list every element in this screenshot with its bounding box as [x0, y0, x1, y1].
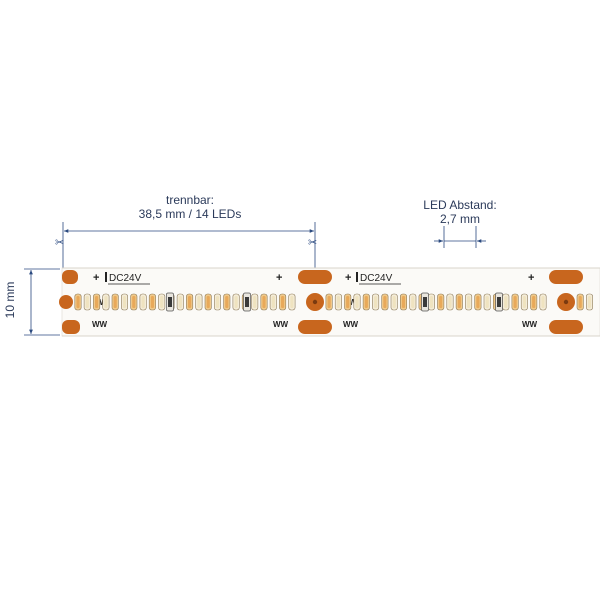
led-emitter: [197, 296, 201, 308]
plus-sign-2: +: [276, 272, 282, 284]
plus-sign-4: +: [528, 272, 534, 284]
led-emitter: [364, 296, 368, 308]
scissors-icon-right: ✂: [308, 237, 317, 249]
led-emitter: [448, 296, 452, 308]
led-emitter: [383, 296, 387, 308]
led-emitter: [522, 296, 526, 308]
led-emitter: [76, 296, 80, 308]
led-emitter: [132, 296, 136, 308]
led-emitter: [355, 296, 359, 308]
warm-white-label-1: WW: [92, 320, 108, 329]
led-emitter: [234, 296, 238, 308]
led-emitter: [457, 296, 461, 308]
led-emitter: [271, 296, 275, 308]
led-emitter: [401, 296, 406, 308]
led-emitter: [290, 296, 294, 308]
led-emitter: [113, 296, 117, 308]
pitch-label-line1: LED Abstand:: [423, 198, 497, 212]
led-emitter: [485, 296, 489, 308]
led-emitter: [578, 296, 582, 308]
led-emitter: [429, 296, 433, 308]
led-emitter: [95, 296, 99, 308]
strip-width-dimension: [24, 268, 60, 336]
led-emitter: [513, 296, 517, 308]
led-pitch-label: LED Abstand: 2,7 mm: [400, 198, 520, 226]
led-emitter: [188, 296, 192, 308]
led-emitter: [253, 296, 257, 308]
led-emitter: [392, 296, 396, 308]
led-emitter: [104, 296, 108, 308]
led-emitter: [532, 296, 536, 308]
led-emitter: [206, 296, 210, 308]
led-emitter: [587, 296, 592, 308]
resistor-body-4: [497, 297, 501, 307]
led-strip: + DC24V W WW + + DC24V W WW WW + WW: [59, 267, 600, 337]
led-emitter: [439, 296, 443, 308]
cut-label-line2: 38,5 mm / 14 LEDs: [138, 207, 242, 221]
led-emitter: [281, 296, 285, 308]
resistor-body-3: [423, 297, 427, 307]
led-emitter: [215, 296, 220, 308]
solder-pad-top-edge: [62, 270, 78, 284]
solder-pad-bottom-2: [549, 320, 583, 334]
solder-pad-center-edge: [59, 295, 73, 309]
plus-sign-1: +: [93, 272, 99, 284]
pitch-label-line2: 2,7 mm: [439, 212, 480, 226]
led-emitter: [374, 296, 378, 308]
white-label-2: W: [349, 298, 357, 307]
led-emitter: [476, 296, 480, 308]
led-emitter: [178, 296, 182, 308]
led-emitter: [346, 296, 350, 308]
led-emitter: [150, 296, 154, 308]
solder-pad-top-1: [298, 270, 332, 284]
warm-white-label-4: WW: [522, 320, 538, 329]
led-emitter: [327, 296, 331, 308]
led-emitter: [411, 296, 415, 308]
cut-distance-label: trennbar: 38,5 mm / 14 LEDs: [120, 193, 260, 221]
led-emitter: [85, 296, 89, 308]
led-emitter: [336, 296, 340, 308]
led-pitch-dimension: [434, 226, 486, 248]
polarity-bar-1: [105, 272, 107, 282]
cut-distance-dimension: ✂ ✂: [55, 222, 317, 270]
led-emitter: [141, 296, 145, 308]
led-emitter: [504, 296, 508, 308]
led-emitter: [122, 296, 127, 308]
resistor-body-2: [245, 297, 249, 307]
led-emitter: [225, 296, 229, 308]
led-emitter: [467, 296, 471, 308]
led-emitter: [160, 296, 164, 308]
polarity-bar-2: [356, 272, 358, 282]
scissors-icon-left: ✂: [55, 237, 64, 249]
warm-white-label-3: WW: [343, 320, 359, 329]
solder-pad-via-1: [312, 299, 318, 305]
voltage-label-2: DC24V: [360, 273, 393, 284]
voltage-label-1: DC24V: [109, 273, 142, 284]
plus-sign-3: +: [345, 272, 351, 284]
led-emitter: [541, 296, 545, 308]
solder-pad-via-2: [563, 299, 569, 305]
solder-pad-top-2: [549, 270, 583, 284]
warm-white-label-2: WW: [273, 320, 289, 329]
resistor-body-1: [168, 297, 172, 307]
led-emitter: [262, 296, 266, 308]
solder-pad-bottom-edge: [62, 320, 80, 334]
solder-pad-bottom-1: [298, 320, 332, 334]
cut-label-line1: trennbar:: [165, 193, 215, 207]
